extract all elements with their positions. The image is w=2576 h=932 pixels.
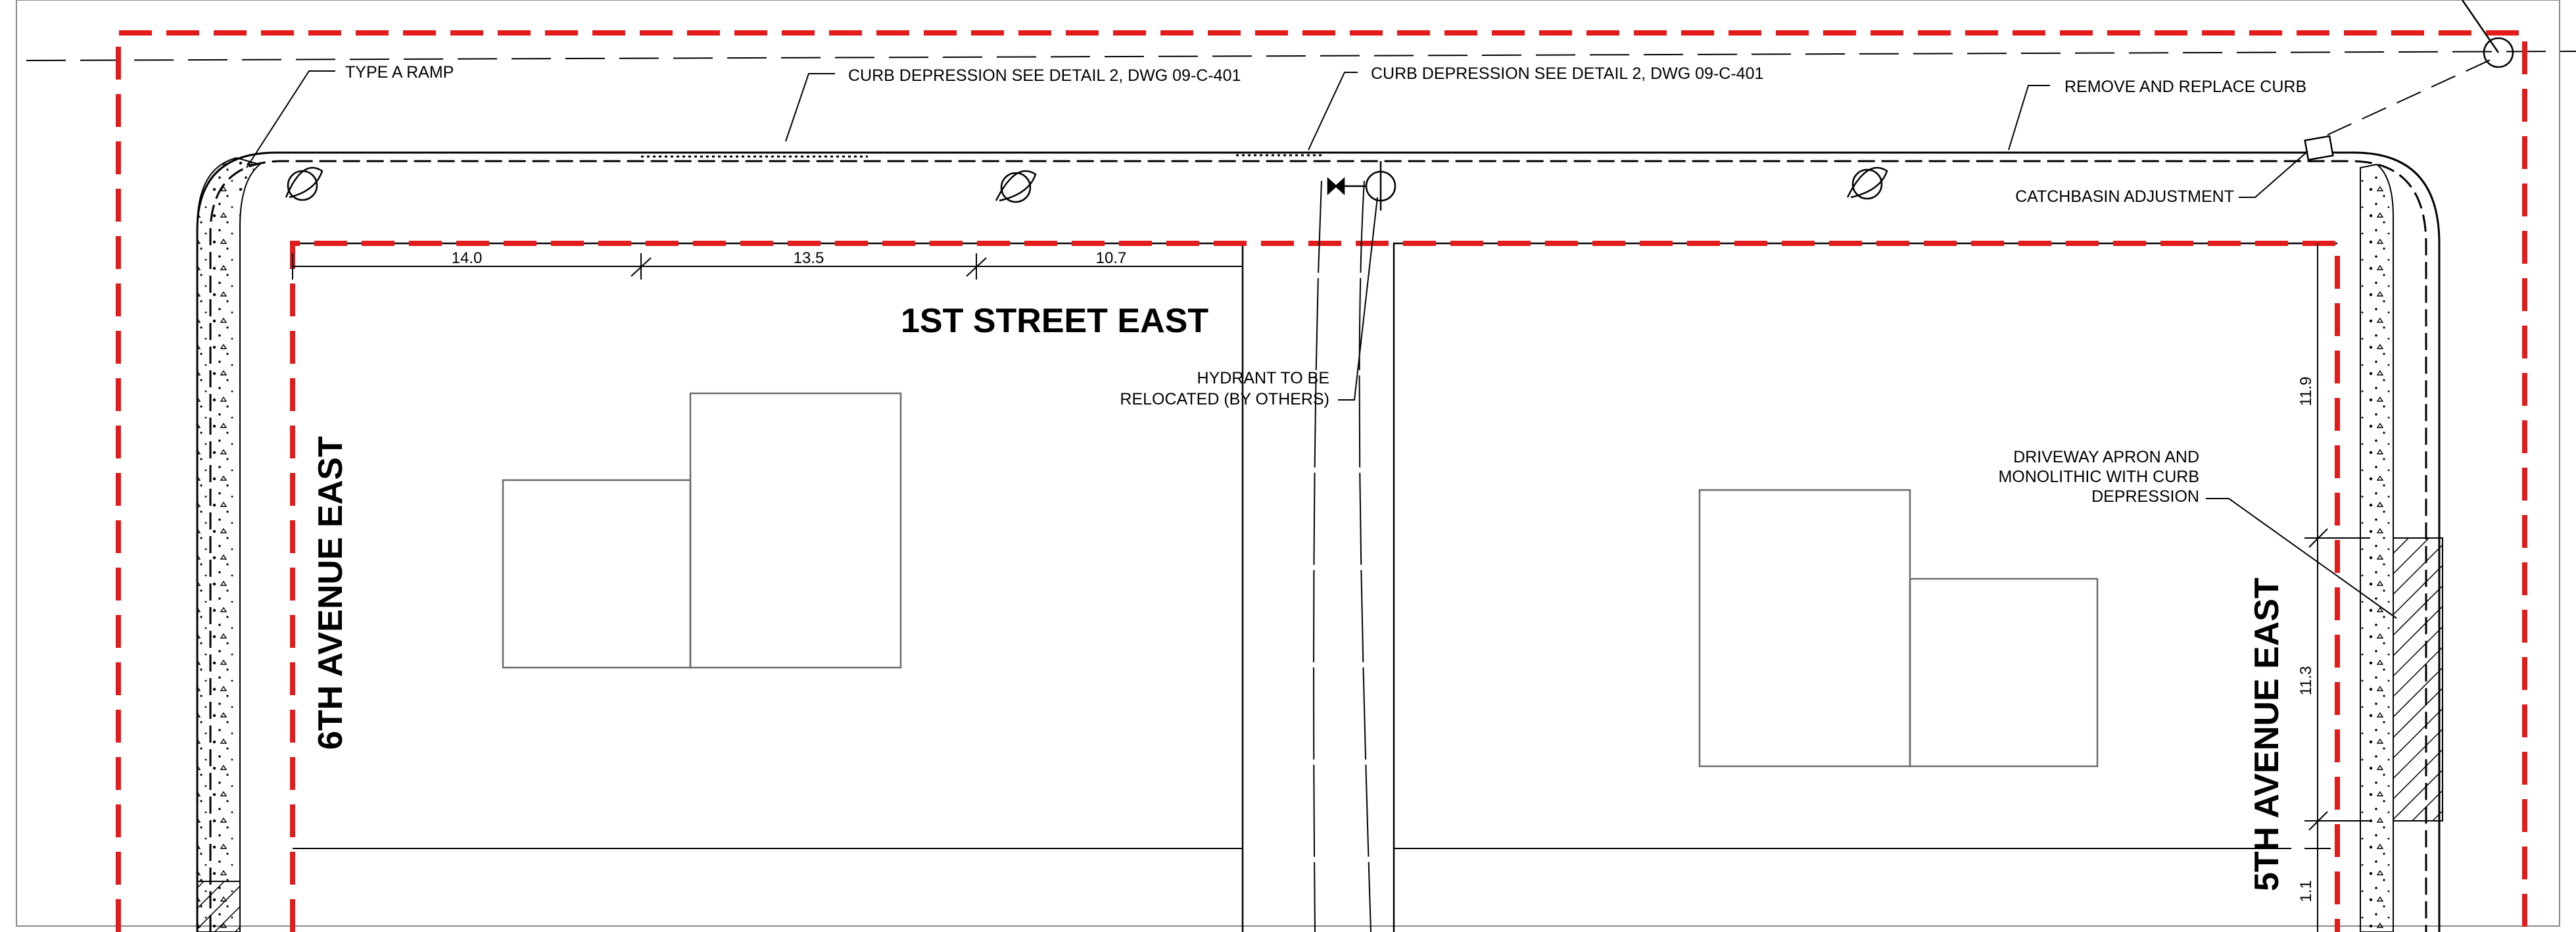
- project-boundary-outer: [116, 30, 2527, 932]
- building-right-b: [1909, 577, 2099, 768]
- alley-edge-left: [1313, 180, 1322, 932]
- callout-curb-depression-2: CURB DEPRESSION SEE DETAIL 2, DWG 09-C-4…: [1371, 64, 1763, 83]
- sidewalk-right: [2360, 163, 2394, 932]
- centerline: [26, 51, 2576, 61]
- dimension-line-top: [292, 253, 1243, 280]
- dimension-right-3: 1.1: [2297, 880, 2315, 902]
- dimension-right-1: 11.9: [2297, 377, 2315, 406]
- lot-outline-left: [293, 242, 1244, 932]
- hydrant-icon: [1327, 161, 1396, 210]
- leader-lines: [246, 59, 2493, 619]
- curb-line-inner: [209, 160, 2427, 932]
- callout-hydrant-line2: RELOCATED (BY OTHERS): [1120, 390, 1329, 408]
- tree-icon: [1846, 166, 1888, 200]
- callout-remove-replace-curb: REMOVE AND REPLACE CURB: [2064, 78, 2306, 96]
- dimension-top-1: 14.0: [452, 249, 483, 267]
- callout-driveway-line3: DEPRESSION: [2091, 487, 2199, 506]
- street-name-left: 6TH AVENUE EAST: [312, 436, 350, 750]
- dimension-top-2: 13.5: [794, 249, 824, 267]
- dimension-right-2: 11.3: [2297, 666, 2315, 696]
- callout-catchbasin: CATCHBASIN ADJUSTMENT: [2015, 187, 2234, 206]
- catchbasin-icon: [2304, 135, 2334, 161]
- building-right-a: [1698, 489, 1911, 768]
- driveway-apron: [2393, 537, 2443, 822]
- lot-outline-right: [1393, 242, 2337, 932]
- drawing-frame: [16, 0, 2560, 927]
- tree-icon: [285, 166, 323, 201]
- building-left-a: [502, 479, 692, 669]
- dimension-line-right: [2304, 243, 2370, 932]
- street-name-right: 5TH AVENUE EAST: [2248, 577, 2286, 891]
- alley-edge-right: [1358, 180, 1371, 932]
- dimension-top-3: 10.7: [1096, 249, 1127, 267]
- curb-line-outer: [196, 151, 2441, 932]
- callout-hydrant-line1: HYDRANT TO BE: [1197, 369, 1329, 387]
- building-left-b: [689, 392, 902, 669]
- survey-monument-icon: [2461, 0, 2514, 68]
- tree-icon: [995, 170, 1037, 203]
- callout-driveway-line1: DRIVEWAY APRON AND: [2013, 448, 2199, 466]
- project-boundary-inner: [290, 241, 2340, 932]
- callout-curb-depression-1: CURB DEPRESSION SEE DETAIL 2, DWG 09-C-4…: [848, 66, 1241, 85]
- callout-type-a-ramp: TYPE A RAMP: [345, 63, 454, 82]
- street-name-top: 1ST STREET EAST: [901, 302, 1208, 340]
- ramp-hatch-left: [197, 881, 241, 932]
- callout-driveway-line2: MONOLITHIC WITH CURB: [1998, 468, 2199, 486]
- sidewalk-left: [197, 157, 262, 932]
